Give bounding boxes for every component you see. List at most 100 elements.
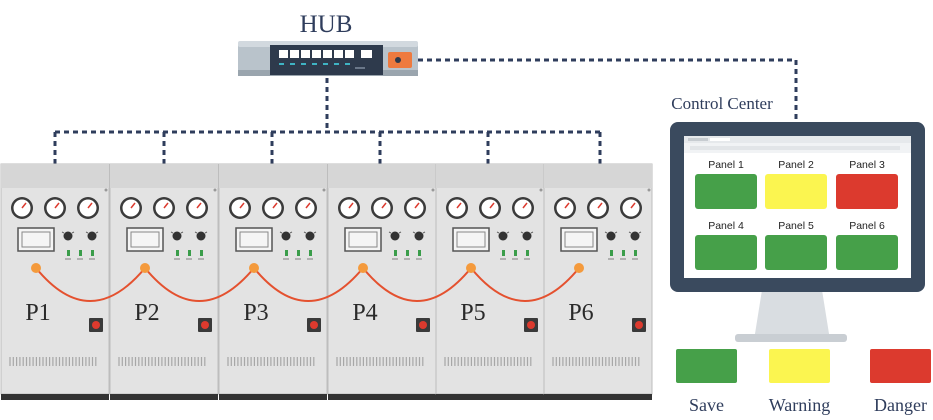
gauge-icon [153, 197, 175, 219]
dashboard-panel-4: Panel 4 [695, 220, 757, 270]
panel-status-box [765, 235, 827, 270]
panel-cabinets: P1 P2 P3 P4 P5 P6 [0, 163, 653, 400]
panel-status-box [836, 174, 898, 209]
hub-label: HUB [300, 11, 353, 38]
gauge-icon [262, 197, 284, 219]
gauge-icon [446, 197, 468, 219]
gauge-icon [620, 197, 642, 219]
display-screen [560, 227, 598, 252]
network-lines [53, 58, 798, 164]
hub-device [238, 41, 418, 76]
display-screen [17, 227, 55, 252]
cabinet-p5: P5 [435, 163, 545, 400]
panel-status-box [765, 174, 827, 209]
vent-grille [227, 357, 315, 366]
panel-label: Panel 5 [778, 220, 814, 232]
stop-button-icon [632, 318, 646, 332]
stop-button-icon [416, 318, 430, 332]
panel-label: Panel 3 [849, 159, 885, 171]
gauge-icon [295, 197, 317, 219]
gauge-icon [587, 197, 609, 219]
knob-icon [604, 231, 618, 241]
cabinet-p1: P1 [0, 163, 110, 400]
panel-label: Panel 2 [778, 159, 814, 171]
legend-swatch [870, 349, 931, 383]
gauge-icon [371, 197, 393, 219]
chain-connector [574, 263, 584, 273]
vent-grille [444, 357, 532, 366]
display-screen [126, 227, 164, 252]
panel-label: Panel 4 [708, 220, 744, 232]
gauge-icon [554, 197, 576, 219]
cabinet-p3: P3 [218, 163, 328, 400]
gauge-icon [512, 197, 534, 219]
cabinet-p2: P2 [109, 163, 219, 400]
dashboard-panel-5: Panel 5 [765, 220, 827, 270]
vent-grille [118, 357, 206, 366]
cabinet-label: P3 [243, 300, 268, 326]
cabinet-label: P2 [134, 300, 159, 326]
legend-label: Warning [769, 395, 831, 415]
knob-icon [496, 231, 510, 241]
knob-icon [628, 231, 642, 241]
knob-icon [279, 231, 293, 241]
legend-swatch [769, 349, 830, 383]
knob-icon [61, 231, 75, 241]
vent-grille [552, 357, 640, 366]
vent-grille [336, 357, 424, 366]
gauge-icon [229, 197, 251, 219]
chain-connector [466, 263, 476, 273]
legend-label: Save [689, 395, 724, 415]
gauge-icon [404, 197, 426, 219]
monitor [670, 122, 925, 342]
cabinet-label: P4 [352, 300, 377, 326]
display-screen [452, 227, 490, 252]
panel-status-box [695, 235, 757, 270]
status-legend: Save Warning Danger [676, 349, 931, 415]
cabinet-p6: P6 [543, 163, 653, 400]
chain-connector [31, 263, 41, 273]
knob-icon [412, 231, 426, 241]
gauge-icon [120, 197, 142, 219]
gauge-icon [338, 197, 360, 219]
control-center-label: Control Center [671, 94, 773, 113]
dashboard-panels: Panel 1 Panel 2 Panel 3 Panel 4 Panel 5 Panel… [695, 159, 898, 270]
stop-button-icon [307, 318, 321, 332]
panel-label: Panel 6 [849, 220, 885, 232]
panel-status-box [695, 174, 757, 209]
cabinet-label: P5 [460, 300, 485, 326]
chain-connector [249, 263, 259, 273]
knob-icon [520, 231, 534, 241]
cabinet-label: P1 [25, 300, 50, 326]
knob-icon [303, 231, 317, 241]
dashboard-panel-3: Panel 3 [836, 159, 898, 209]
stop-button-icon [89, 318, 103, 332]
knob-icon [85, 231, 99, 241]
gauge-icon [44, 197, 66, 219]
gauge-icon [479, 197, 501, 219]
chain-connector [358, 263, 368, 273]
dashboard-panel-1: Panel 1 [695, 159, 757, 209]
knob-icon [194, 231, 208, 241]
legend-save: Save [676, 349, 737, 415]
cabinet-label: P6 [568, 300, 593, 326]
gauge-icon [186, 197, 208, 219]
display-screen [344, 227, 382, 252]
gauge-icon [11, 197, 33, 219]
legend-warning: Warning [769, 349, 831, 415]
legend-danger: Danger [870, 349, 931, 415]
cabinet-p4: P4 [327, 163, 437, 400]
legend-swatch [676, 349, 737, 383]
display-screen [235, 227, 273, 252]
gauge-icon [77, 197, 99, 219]
stop-button-icon [524, 318, 538, 332]
chain-connector [140, 263, 150, 273]
vent-grille [9, 357, 97, 366]
dashboard-panel-6: Panel 6 [836, 220, 898, 270]
panel-status-box [836, 235, 898, 270]
legend-label: Danger [874, 395, 927, 415]
panel-label: Panel 1 [708, 159, 744, 171]
knob-icon [170, 231, 184, 241]
daisy-chain-links [35, 267, 580, 302]
